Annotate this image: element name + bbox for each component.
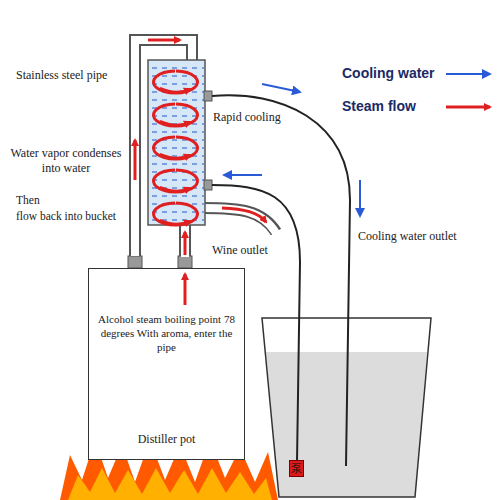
pot-name: Distiller pot [93, 432, 240, 447]
condenser [148, 60, 205, 225]
legend-arrow-red [446, 106, 490, 109]
wine-spout-inner [203, 208, 276, 233]
steam-arrow [134, 140, 137, 180]
flames-inner [68, 468, 272, 500]
coil-arrow [160, 121, 190, 125]
cooling-arrow [262, 84, 300, 92]
legend-text: Cooling water [342, 65, 435, 81]
wine-spout [204, 208, 276, 232]
hose-fitting [204, 91, 212, 101]
cooling-arrow [224, 174, 262, 176]
coil-arrow [160, 220, 190, 224]
pipe-label: Stainless steel pipe [16, 68, 107, 83]
steam-arrow [184, 274, 187, 305]
cooling-arrow [359, 180, 361, 216]
pot-nozzle [178, 256, 192, 268]
pump-label: 泵 [290, 462, 303, 475]
steam-arrow [222, 208, 266, 222]
return-note: flow back into bucket [16, 209, 116, 223]
return-note: Then [16, 193, 40, 207]
steel-pipe [179, 224, 191, 256]
condenser-coil [154, 71, 198, 93]
pot-description: Alcohol steam boiling point 78 degrees W… [93, 313, 240, 354]
condense-note: Water vapor condenses into water [8, 146, 124, 176]
coil-arrow [160, 88, 190, 92]
coil-arrow [160, 154, 190, 158]
steam-arrow [148, 39, 180, 42]
legend-arrow-blue [446, 73, 490, 75]
condenser-coil [154, 137, 198, 159]
pot-nozzle [128, 256, 142, 268]
steel-pipe-inner [181, 223, 189, 257]
pot-body [88, 268, 245, 460]
outlet-label: Wine outlet [212, 243, 268, 258]
pump-box: 泵 [289, 460, 304, 477]
legend-text: Steam flow [342, 98, 416, 114]
cooling-hose [212, 95, 350, 466]
condenser-label: Rapid cooling [213, 110, 281, 125]
steam-arrow [184, 232, 187, 255]
condenser-water [149, 61, 204, 224]
coil-arrow [160, 187, 190, 191]
condenser-coil [154, 104, 198, 126]
hose-fitting [204, 180, 212, 190]
outlet-label: Cooling water outlet [358, 229, 457, 244]
condenser-coil [154, 203, 198, 225]
distiller-pot: Alcohol steam boiling point 78 degrees W… [88, 268, 245, 460]
condenser-coil [154, 170, 198, 192]
